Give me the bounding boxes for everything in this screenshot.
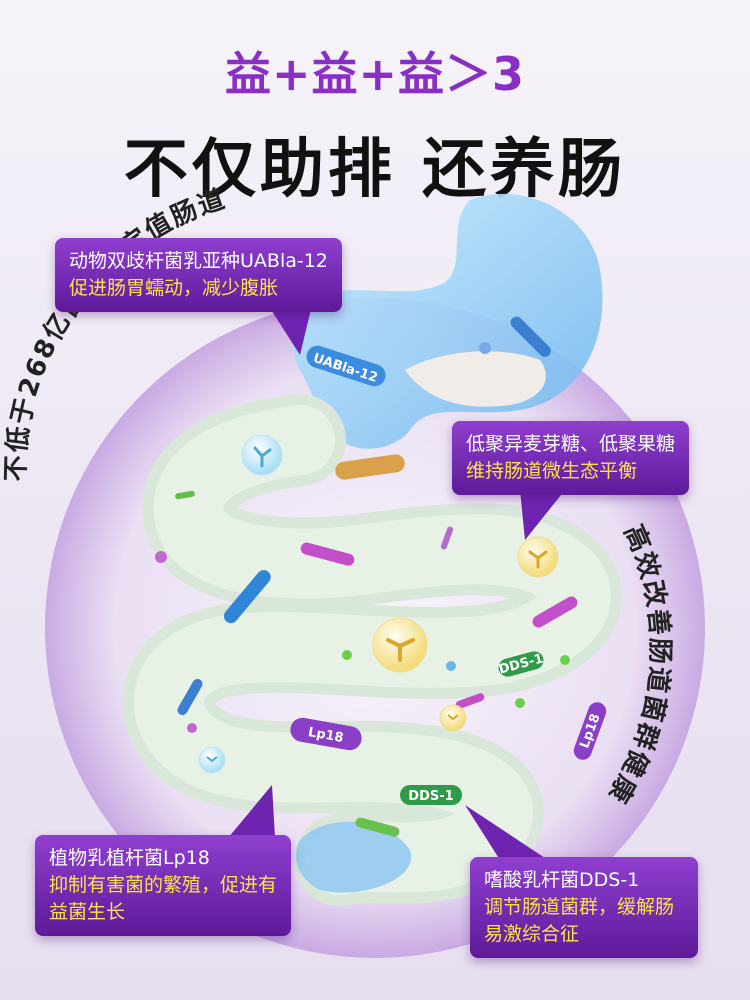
bacteria-tag-lp18: Lp18 — [307, 725, 345, 746]
dot — [560, 655, 570, 665]
molecule-icon — [241, 434, 283, 476]
bacteria-rod — [400, 785, 462, 805]
molecule-icon — [517, 536, 559, 578]
bacteria-rod — [440, 526, 454, 550]
dot — [187, 723, 197, 733]
callout-dds1-desc: 调节肠道菌群，缓解肠易激综合征 — [484, 896, 675, 945]
arrow-pointer-icon — [520, 490, 565, 540]
bacteria-rod — [290, 717, 362, 751]
callout-oligosaccharide-desc: 维持肠道微生态平衡 — [466, 460, 638, 482]
callout-uabla-title: 动物双歧杆菌乳亚种UABla-12 — [69, 250, 328, 272]
molecule-icon — [372, 617, 428, 673]
bacteria-rod — [510, 316, 551, 357]
bacteria-rod — [175, 490, 195, 500]
bacteria-rod — [532, 596, 578, 628]
headline-slogan: 不仅助排 还养肠 — [123, 133, 627, 207]
bacteria-rod — [300, 542, 355, 566]
callout-dds1: 嗜酸乳杆菌DDS-1 调节肠道菌群，缓解肠易激综合征 — [470, 857, 698, 958]
bacteria-rod — [573, 702, 607, 760]
headline-formula: 益+益+益＞3 — [224, 47, 526, 101]
molecule-icon — [198, 746, 226, 774]
bacteria-group — [175, 316, 607, 837]
bacteria-rod — [335, 454, 405, 480]
callout-lp18-desc: 抑制有害菌的繁殖，促进有益菌生长 — [49, 874, 278, 923]
callout-uabla: 动物双歧杆菌乳亚种UABla-12 促进肠胃蠕动，减少腹胀 — [55, 238, 342, 312]
dot — [446, 661, 456, 671]
arrow-pointer-icon — [268, 305, 312, 355]
callout-oligosaccharide: 低聚异麦芽糖、低聚果糖 维持肠道微生态平衡 — [452, 421, 690, 495]
arrow-pointer-icon — [465, 805, 548, 860]
molecule-icon — [439, 704, 467, 732]
dot — [479, 342, 491, 354]
bacteria-rod — [306, 345, 386, 387]
dot — [155, 551, 167, 563]
callout-uabla-desc: 促进肠胃蠕动，减少腹胀 — [69, 277, 279, 299]
colon-exit — [296, 821, 412, 893]
bacteria-rod — [498, 651, 544, 677]
callout-lp18: 植物乳植杆菌Lp18 抑制有害菌的繁殖，促进有益菌生长 — [35, 835, 291, 936]
callout-lp18-title: 植物乳植杆菌Lp18 — [49, 847, 210, 869]
bacteria-rod — [177, 679, 203, 715]
callout-oligosaccharide-title: 低聚异麦芽糖、低聚果糖 — [466, 433, 676, 455]
bacteria-rod — [223, 570, 271, 624]
callout-dds1-title: 嗜酸乳杆菌DDS-1 — [484, 869, 640, 891]
bacteria-tag-dds1: DDS-1 — [408, 789, 453, 804]
bacteria-rod — [355, 817, 400, 837]
dot — [342, 650, 352, 660]
dot — [515, 698, 525, 708]
arrow-pointer-icon — [228, 785, 275, 838]
bacteria-rod — [455, 693, 485, 709]
